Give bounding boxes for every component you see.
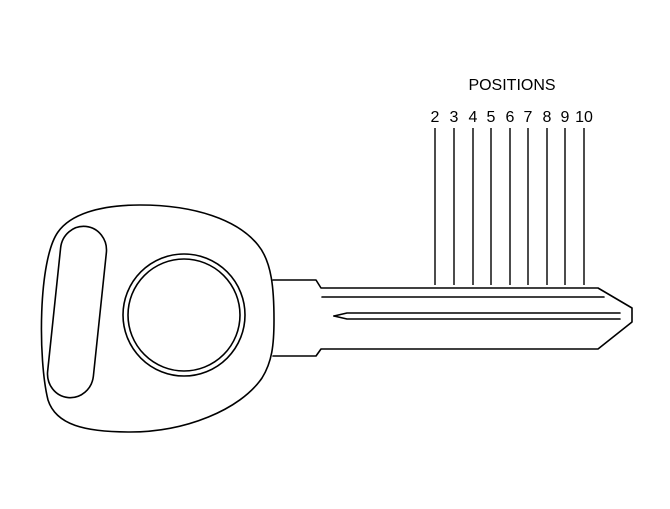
key-head-ring-inner [127, 258, 241, 372]
position-numbers: 2 3 4 5 6 7 8 9 10 [431, 109, 593, 126]
position-number-8: 8 [543, 109, 552, 126]
position-number-5: 5 [487, 109, 496, 126]
position-number-9: 9 [561, 109, 570, 126]
position-number-2: 2 [431, 109, 440, 126]
key-blade [272, 279, 633, 357]
position-number-3: 3 [450, 109, 459, 126]
key-blade-center-groove-lower [333, 315, 621, 320]
key-head-ring-outer [122, 253, 246, 377]
position-leader-lines [434, 128, 585, 285]
position-number-4: 4 [469, 109, 478, 126]
key-blade-center-groove [333, 312, 621, 317]
key-blade-outline [272, 279, 633, 357]
positions-title: POSITIONS [468, 77, 555, 94]
key-head-outline [40, 204, 275, 433]
position-number-10: 10 [575, 109, 593, 126]
position-number-7: 7 [524, 109, 533, 126]
key-head [40, 204, 275, 433]
position-number-6: 6 [506, 109, 515, 126]
key-head-slot [46, 225, 108, 399]
